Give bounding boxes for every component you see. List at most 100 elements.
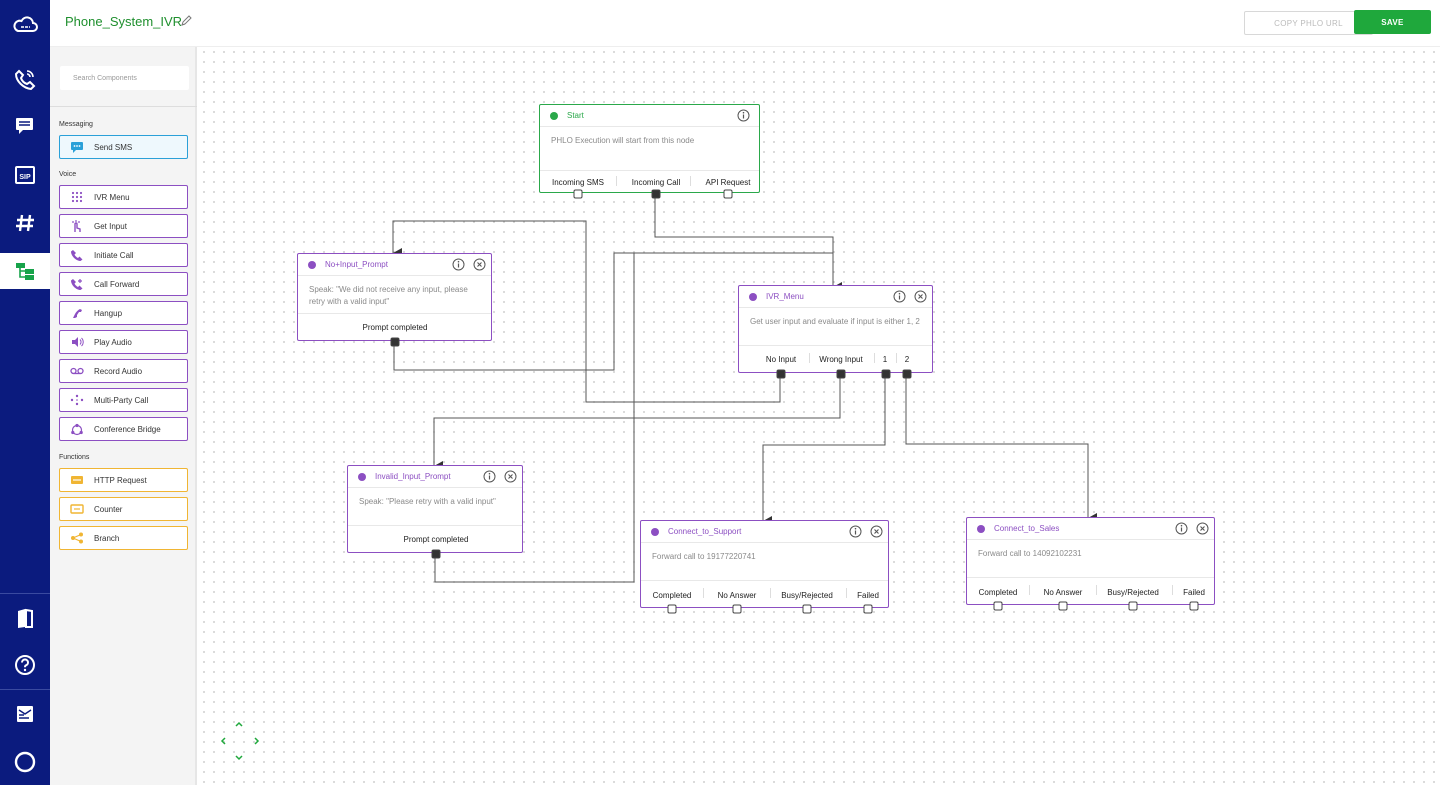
keypad-icon [60,191,94,203]
node-status-dot [550,112,558,120]
node-name: Start [567,111,584,120]
node-header: IVR_Menu [739,286,932,308]
output-separator [690,176,691,186]
phone-icon[interactable] [0,61,50,97]
output-no-input: No Input [765,355,797,364]
node-invalid-input-prompt[interactable]: Invalid_Input_Prompt Speak: "Please retr… [347,465,523,559]
port-no-answer[interactable] [1058,601,1068,611]
port-option-1[interactable] [881,369,891,379]
close-icon[interactable] [473,258,486,276]
port-incoming-call[interactable] [651,189,661,199]
pan-up-button[interactable] [230,716,248,732]
output-incoming-sms: Incoming SMS [551,178,605,187]
component-multi-party-call[interactable]: Multi-Party Call [59,388,188,412]
component-call-forward[interactable]: Call Forward [59,272,188,296]
component-http-request[interactable]: HTTP Request [59,468,188,492]
close-icon[interactable] [870,525,883,543]
port-busy-rejected[interactable] [1128,601,1138,611]
output-api-request: API Request [705,178,751,187]
component-label: HTTP Request [94,475,147,485]
close-icon[interactable] [1196,522,1209,540]
node-connect-to-sales[interactable]: Connect_to_Sales Forward call to 1409210… [966,517,1215,611]
port-option-2[interactable] [902,369,912,379]
component-conference-bridge[interactable]: Conference Bridge [59,417,188,441]
node-description: Get user input and evaluate if input is … [750,317,920,326]
info-icon[interactable] [737,109,750,127]
component-hangup[interactable]: Hangup [59,301,188,325]
component-send-sms[interactable]: Send SMS [59,135,188,159]
close-icon[interactable] [504,470,517,488]
node-header: Connect_to_Support [641,521,888,543]
port-completed[interactable] [993,601,1003,611]
output-separator [703,588,704,598]
component-label: Counter [94,504,123,514]
node-description: Forward call to 14092102231 [978,549,1082,558]
support-icon[interactable] [0,696,50,732]
node-outputs: Prompt completed [348,525,522,552]
component-play-audio[interactable]: Play Audio [59,330,188,354]
hangup-icon [60,307,94,319]
port-failed[interactable] [1189,601,1199,611]
port-prompt-completed[interactable] [390,337,400,347]
account-icon[interactable] [0,744,50,780]
phlo-canvas[interactable] [199,47,1440,785]
conference-icon [60,423,94,436]
top-header: Phone_System_IVR COPY PHLO URL SAVE [50,0,1440,47]
sip-icon[interactable]: SIP [0,157,50,193]
cloud-logo-icon[interactable] [0,6,50,42]
port-no-input[interactable] [776,369,786,379]
pan-left-button[interactable] [214,733,232,749]
close-icon[interactable] [914,290,927,308]
phlo-title[interactable]: Phone_System_IVR [65,14,183,29]
port-completed[interactable] [667,604,677,614]
port-incoming-sms[interactable] [573,189,583,199]
output-separator [1029,585,1030,595]
component-label: Send SMS [94,142,133,152]
output-prompt-completed: Prompt completed [362,323,428,332]
node-description: PHLO Execution will start from this node [551,136,695,145]
output-option-2: 2 [904,355,910,364]
node-name: No+Input_Prompt [325,260,388,269]
port-wrong-input[interactable] [836,369,846,379]
info-icon[interactable] [849,525,862,543]
component-counter[interactable]: Counter [59,497,188,521]
node-ivr-menu[interactable]: IVR_Menu Get user input and evaluate if … [738,285,933,379]
sms-icon [60,141,94,153]
left-nav-rail: SIP [0,0,50,785]
component-label: Play Audio [94,337,132,347]
pan-right-button[interactable] [248,733,266,749]
node-status-dot [749,293,757,301]
output-separator [770,588,771,598]
info-icon[interactable] [483,470,496,488]
node-no-input-prompt[interactable]: No+Input_Prompt Speak: "We did not recei… [297,253,492,347]
component-branch[interactable]: Branch [59,526,188,550]
component-ivr-menu[interactable]: IVR Menu [59,185,188,209]
component-record-audio[interactable]: Record Audio [59,359,188,383]
port-failed[interactable] [863,604,873,614]
docs-icon[interactable] [0,600,50,636]
port-api-request[interactable] [723,189,733,199]
info-icon[interactable] [893,290,906,308]
port-busy-rejected[interactable] [802,604,812,614]
search-components-input[interactable]: Search Components [60,66,189,90]
component-get-input[interactable]: Get Input [59,214,188,238]
info-icon[interactable] [1175,522,1188,540]
pan-down-button[interactable] [230,750,248,766]
component-initiate-call[interactable]: Initiate Call [59,243,188,267]
port-no-answer[interactable] [732,604,742,614]
node-outputs: Completed No Answer Busy/Rejected Failed [641,580,888,607]
help-icon[interactable] [0,647,50,683]
output-failed: Failed [1183,588,1205,597]
number-icon[interactable] [0,205,50,241]
port-prompt-completed[interactable] [431,549,441,559]
messages-icon[interactable] [0,108,50,144]
phlo-icon[interactable] [0,253,50,289]
node-start[interactable]: Start PHLO Execution will start from thi… [539,104,760,199]
panel-divider [50,106,197,107]
node-connect-to-support[interactable]: Connect_to_Support Forward call to 19177… [640,520,889,614]
pencil-icon[interactable] [180,14,192,32]
node-status-dot [651,528,659,536]
info-icon[interactable] [452,258,465,276]
save-button[interactable]: SAVE [1354,10,1431,34]
copy-phlo-url-button[interactable]: COPY PHLO URL [1244,11,1373,35]
